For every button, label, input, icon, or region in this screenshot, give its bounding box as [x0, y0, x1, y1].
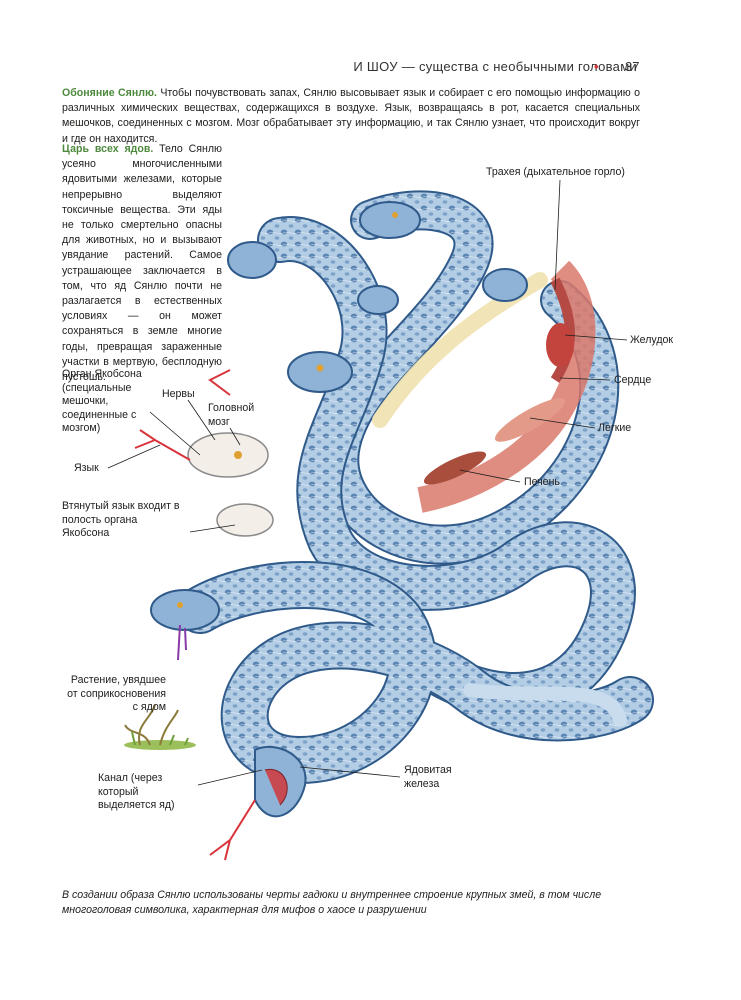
wilted-plant	[124, 704, 196, 750]
label-tongue: Язык	[74, 462, 99, 474]
intro-paragraph: Обоняние Сянлю. Чтобы почувствовать запа…	[62, 86, 640, 147]
label-brain: Головной мозг	[208, 402, 255, 428]
label-trachea: Трахея (дыхательное горло)	[486, 166, 625, 178]
label-heart: Сердце	[614, 374, 652, 386]
label-wilted-plant: Растение, увядшее от соприкосновения с я…	[67, 674, 166, 713]
label-liver: Печень	[524, 476, 560, 488]
header-bullet-icon: •	[594, 59, 599, 74]
snake-heads	[134, 201, 528, 861]
sidebar-paragraph: Царь всех ядов. Тело Сянлю усеяно многоч…	[62, 142, 222, 385]
label-stomach: Желудок	[630, 334, 674, 346]
sidebar-text: Тело Сянлю усеяно многочисленными ядовит…	[62, 143, 222, 384]
figure-caption: В создании образа Сянлю использованы чер…	[62, 889, 602, 916]
running-header: И ШОУ — существа с необычными головами	[353, 59, 637, 74]
intro-lead: Обоняние Сянлю.	[62, 87, 157, 99]
page-number: 37	[625, 59, 640, 74]
label-venom-duct: Канал (через который выделяется яд)	[98, 772, 175, 811]
sidebar-lead: Царь всех ядов.	[62, 143, 154, 155]
label-lungs: Легкие	[598, 422, 632, 434]
leader-lines	[107, 179, 628, 786]
internal-organs	[417, 260, 596, 513]
label-retracted-tongue: Втянутый язык входит в полость органа Як…	[62, 500, 180, 539]
label-venom-gland: Ядовитая железа	[404, 764, 452, 790]
snake-bodies	[176, 190, 654, 785]
intro-text: Чтобы почувствовать запах, Сянлю высовыв…	[62, 87, 640, 145]
label-jacobson-organ: Орган Якобсона (специальные мешочки, сое…	[62, 368, 142, 434]
label-nerves: Нервы	[162, 388, 195, 400]
